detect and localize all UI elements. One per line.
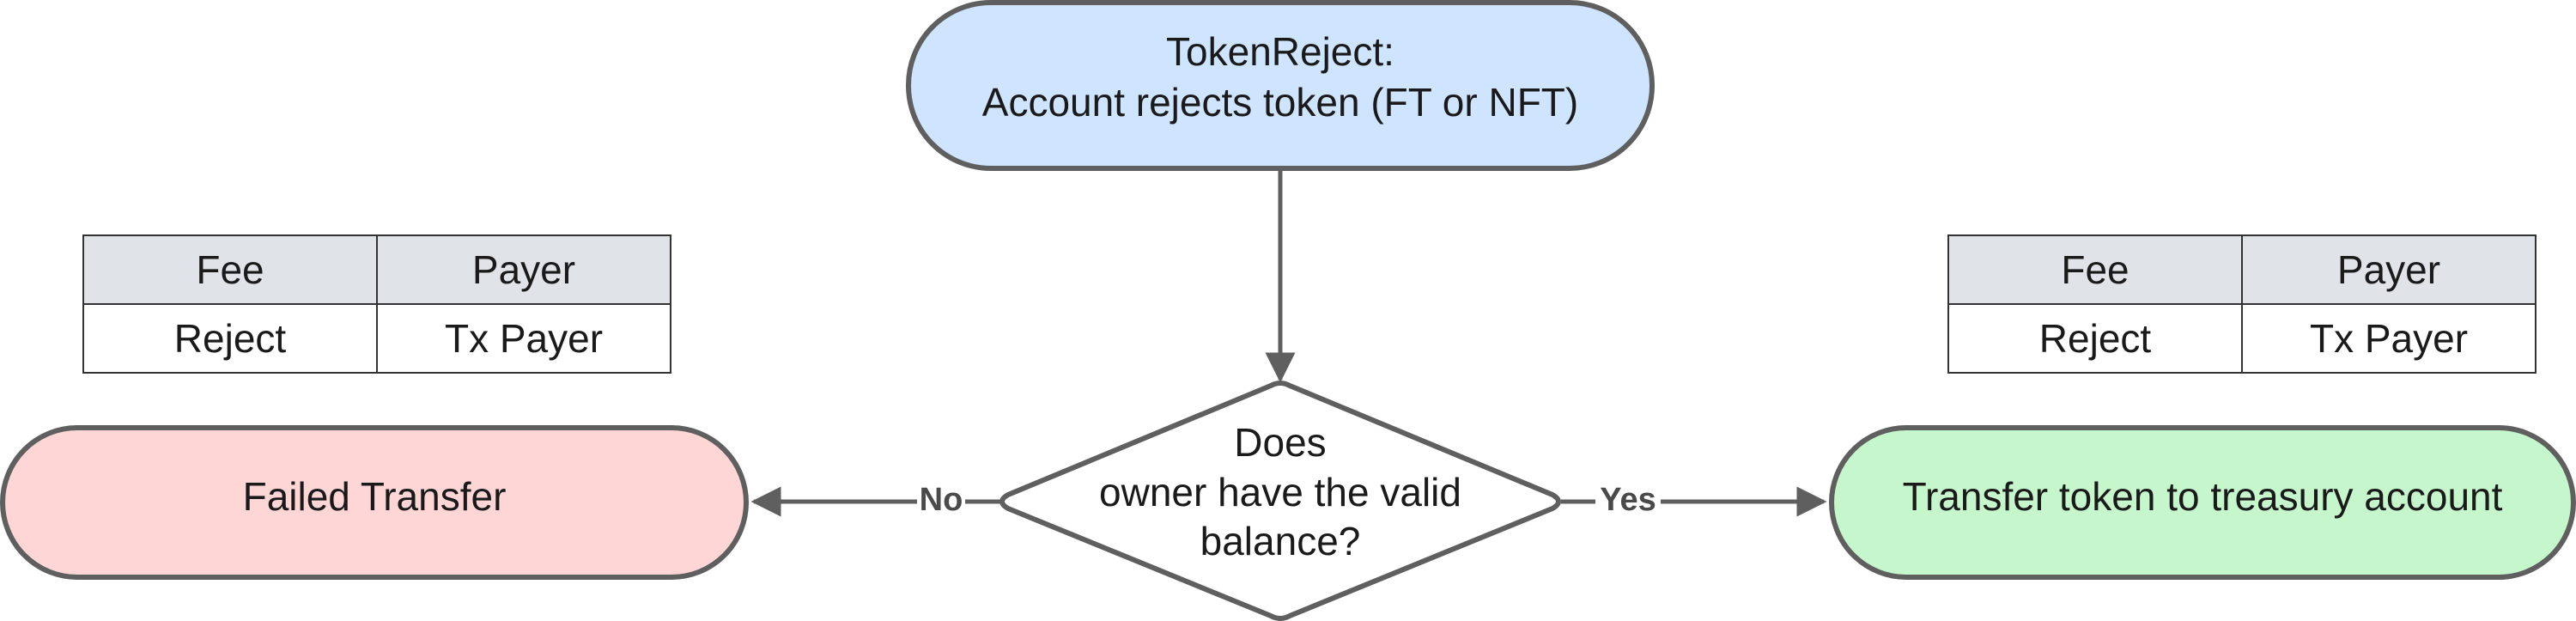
- fee-cell: Reject: [82, 303, 378, 374]
- fee-table-header-row: Fee Payer: [1947, 234, 2537, 305]
- fee-table-left: Fee Payer Reject Tx Payer: [82, 234, 671, 374]
- start-node: TokenReject: Account rejects token (FT o…: [906, 0, 1655, 171]
- table-row: Reject Tx Payer: [1947, 303, 2537, 374]
- payer-cell: Tx Payer: [2241, 303, 2537, 374]
- transfer-treasury-label: Transfer token to treasury account: [1903, 474, 2503, 519]
- start-node-subtitle: Account rejects token (FT or NFT): [982, 80, 1578, 125]
- payer-cell: Tx Payer: [376, 303, 671, 374]
- decision-line-1: Does: [1234, 420, 1326, 465]
- fee-cell: Reject: [1947, 303, 2243, 374]
- failed-transfer-node: Failed Transfer: [0, 425, 749, 580]
- decision-line-2: owner have the valid: [1099, 470, 1461, 514]
- failed-transfer-label: Failed Transfer: [243, 474, 507, 519]
- payer-header: Payer: [376, 234, 671, 305]
- decision-line-3: balance?: [1200, 519, 1361, 563]
- fee-header: Fee: [82, 234, 378, 305]
- payer-header: Payer: [2241, 234, 2537, 305]
- decision-node: Does owner have the valid balance?: [999, 381, 1561, 621]
- fee-table-right: Fee Payer Reject Tx Payer: [1947, 234, 2537, 374]
- start-node-title: TokenReject:: [1166, 29, 1394, 74]
- edge-label-no: No: [920, 482, 963, 518]
- table-row: Reject Tx Payer: [82, 303, 671, 374]
- fee-header: Fee: [1947, 234, 2243, 305]
- edge-label-yes: Yes: [1600, 482, 1656, 518]
- fee-table-header-row: Fee Payer: [82, 234, 671, 305]
- transfer-treasury-node: Transfer token to treasury account: [1829, 425, 2576, 580]
